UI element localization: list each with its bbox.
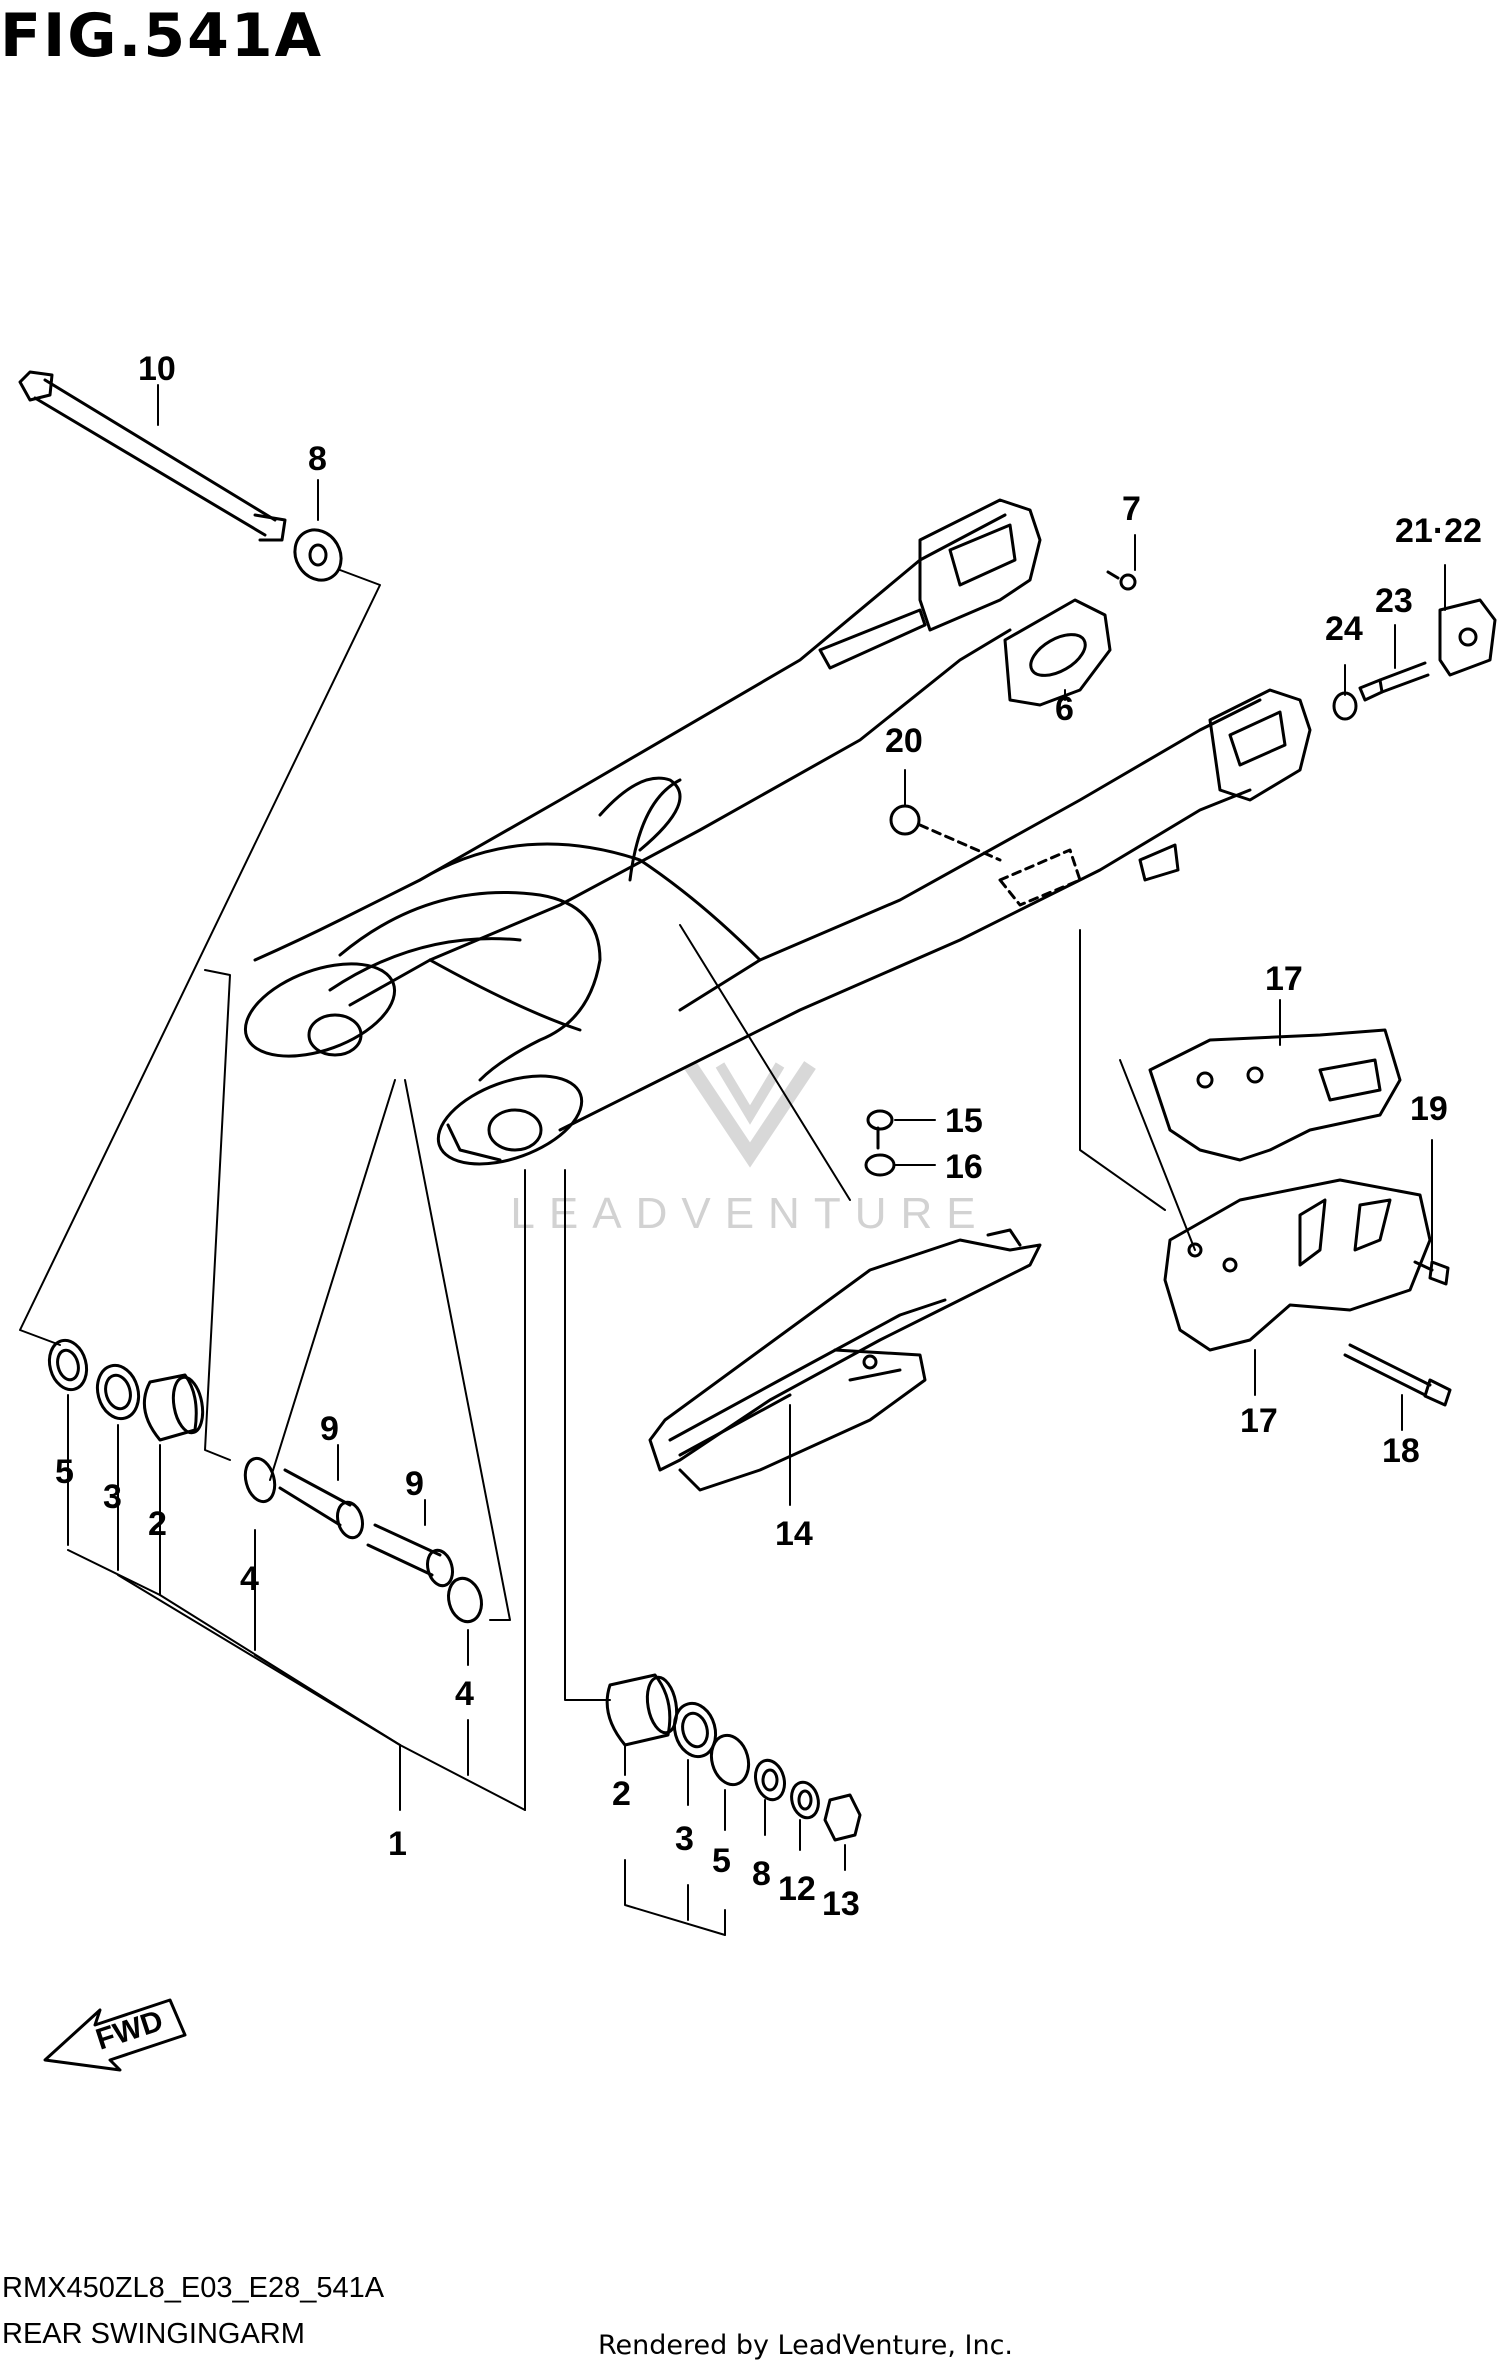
callout-24: 24 [1325,610,1363,648]
nut-20 [889,804,921,836]
right-bearing-stack [605,1673,862,1842]
callout-17: 17 [1240,1402,1278,1440]
washer-15 [864,1153,896,1177]
callout-7: 7 [1122,490,1141,528]
bolt-small [1106,570,1137,591]
callout-20: 20 [885,722,923,760]
watermark: LEADVENTURE [430,1045,1070,1239]
forward-arrow: FWD [43,1998,187,2072]
callout-2-right: 2 [612,1775,631,1813]
callout-16: 17 [1265,960,1303,998]
chain-adjuster-plate [1003,598,1112,707]
washer-24 [1332,691,1358,721]
callout-14: 15 [945,1102,983,1140]
callout-18: 18 [1382,1432,1420,1470]
chain-guide-upper [1148,1028,1402,1162]
chain-guide-lower [1163,1178,1432,1352]
callout-9-left: 9 [320,1410,339,1448]
left-bearing-stack [47,1338,205,1442]
callout-labels: 10 8 7 6 21·22 23 24 20 15 16 17 19 17 1… [55,350,1482,1923]
callout-5-right: 5 [712,1842,731,1880]
washer-top [293,528,343,582]
callout-8-right: 8 [752,1855,771,1893]
callout-1: 1 [388,1825,407,1863]
callout-4-left: 4 [240,1560,259,1598]
pivot-shaft [18,370,287,542]
watermark-logo-icon [684,1061,816,1168]
callout-10: 10 [138,350,176,388]
callout-5-left: 5 [55,1453,74,1491]
adjuster-bolt [1358,661,1430,702]
callout-23: 23 [1375,582,1413,620]
guide-bolt-short [1413,1260,1450,1286]
rendered-by-credit: Rendered by LeadVenture, Inc. [598,2330,1014,2361]
screw-14 [866,1109,894,1150]
leader-20 [918,823,1002,862]
model-code: RMX450ZL8_E03_E28_541A [2,2272,385,2304]
callout-19: 19 [1410,1090,1448,1128]
callout-6: 6 [1055,690,1074,728]
callout-21-22: 21·22 [1395,512,1482,550]
callout-9-right: 9 [405,1465,424,1503]
fwd-label: FWD [92,2004,167,2056]
callout-2-left: 2 [148,1505,167,1543]
callout-15: 16 [945,1148,983,1186]
callout-3-right: 3 [675,1820,694,1858]
swingarm-body [243,498,1312,1166]
guide-bolt-long [1343,1343,1452,1407]
adjuster-block [1438,598,1497,677]
callout-3-left: 3 [103,1478,122,1516]
callout-11: 12 [778,1870,816,1908]
diagram-description: REAR SWINGINGARM [2,2318,305,2350]
leader-lines [19,384,1446,1936]
figure-title: FIG.541A [0,1,324,71]
collar-stack [243,1456,483,1624]
callout-12: 13 [822,1885,860,1923]
callout-4-right: 4 [455,1675,474,1713]
callout-8-top: 8 [308,440,327,478]
callout-13: 14 [775,1515,813,1553]
chain-slider [648,1228,1042,1492]
watermark-text: LEADVENTURE [510,1189,990,1238]
